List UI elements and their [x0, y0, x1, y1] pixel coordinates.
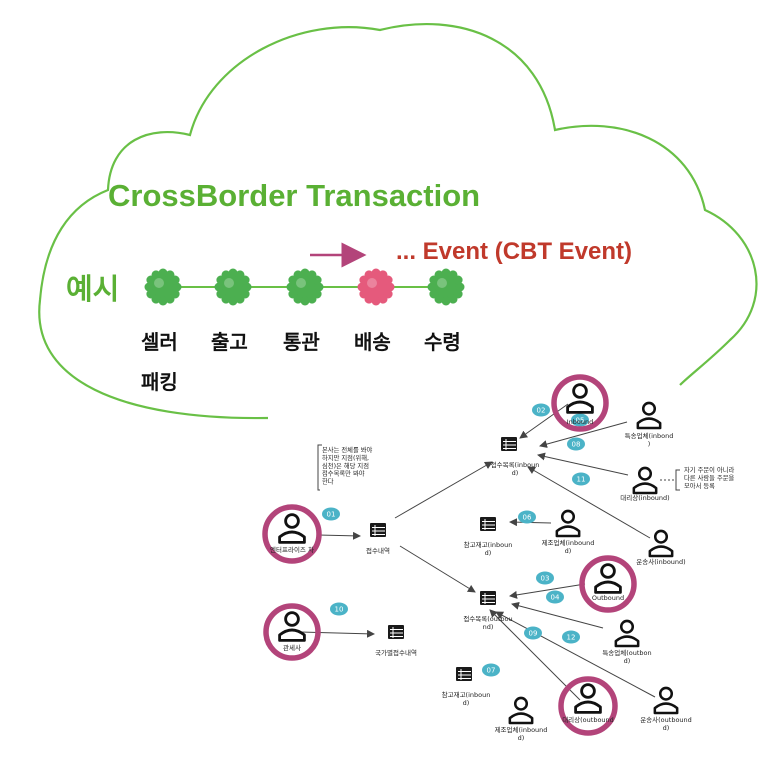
badge-number: 02 [537, 407, 546, 415]
stage-label-customs: 통관 [283, 330, 320, 354]
actor-label: Inbound [567, 418, 594, 426]
stage-dot [357, 268, 395, 306]
stage-dot [214, 268, 252, 306]
highlight-ring [263, 603, 321, 661]
event-label: ... Event (CBT Event) [396, 238, 633, 265]
step-badge: 11 [572, 472, 590, 486]
step-badge: 01 [322, 507, 340, 521]
badge-number: 01 [327, 511, 336, 519]
stage-label-receipt: 수령 [424, 330, 461, 354]
stage-label-shipout: 출고 [211, 330, 248, 354]
actor-label: 대리상(outbound [562, 715, 614, 724]
person-icon [278, 513, 306, 544]
connector-lines [299, 403, 680, 701]
person-icon [653, 686, 679, 715]
highlight-ring [551, 374, 609, 432]
stage-label-seller: 셀러 [141, 330, 178, 354]
cloud-shape [38, 23, 758, 420]
step-badge: 04 [546, 590, 564, 604]
table-icon [480, 591, 496, 605]
stage-dot [427, 268, 465, 306]
person-icon [574, 683, 602, 714]
badge-number: 06 [523, 514, 532, 522]
example-label: 예시 [66, 272, 120, 306]
step-badge: 02 [532, 403, 550, 417]
actor-label: 엔터프라이즈 차 [270, 545, 314, 554]
person-icon [555, 509, 581, 538]
step-badge: 05 [571, 413, 589, 427]
badge-number: 07 [487, 667, 496, 675]
stage-sub-label: 패킹 [141, 370, 178, 394]
table-icon [388, 625, 404, 639]
badge-number: 10 [335, 606, 344, 614]
person-icon [648, 529, 674, 558]
step-badge: 06 [518, 510, 536, 524]
stage-label-delivery: 배송 [354, 330, 391, 354]
highlight-ring [579, 555, 637, 613]
badge-number: 03 [541, 575, 550, 583]
table-label: 국가별접수내역 [375, 648, 417, 657]
highlight-ring [262, 504, 322, 564]
person-icon [566, 383, 594, 414]
step-badge: 08 [567, 437, 585, 451]
person-icon [278, 611, 306, 642]
step-badge: 07 [482, 663, 500, 677]
step-badge: 10 [330, 602, 348, 616]
actor-label: 운송사(inbound) [636, 557, 685, 566]
person-icon [636, 401, 662, 430]
actor-label: Outbound [592, 594, 624, 602]
badge-number: 08 [572, 441, 581, 449]
badge-number: 04 [551, 594, 560, 602]
table-icon [370, 523, 386, 537]
badge-number: 09 [529, 630, 538, 638]
step-badge: 09 [524, 626, 542, 640]
actor-label: 대리상(inbound) [620, 493, 669, 502]
person-icon [614, 619, 640, 648]
stage-dot [144, 268, 182, 306]
highlight-ring [558, 676, 618, 736]
table-icon [456, 667, 472, 681]
table-icon [480, 517, 496, 531]
step-badge: 03 [536, 571, 554, 585]
actor-label: 관세사 [283, 643, 301, 652]
badge-number: 12 [567, 634, 576, 642]
table-icon [501, 437, 517, 451]
badge-number: 11 [577, 476, 586, 484]
table-label: 접수내역 [366, 546, 390, 555]
person-icon [508, 696, 534, 725]
cloud-title: CrossBorder Transaction [108, 178, 481, 213]
step-badge: 12 [562, 630, 580, 644]
person-icon [594, 563, 622, 594]
actor-label: 특송업체(inbond) [625, 432, 674, 448]
badge-number: 05 [576, 417, 585, 425]
person-icon [632, 466, 658, 495]
stage-dot [286, 268, 324, 306]
